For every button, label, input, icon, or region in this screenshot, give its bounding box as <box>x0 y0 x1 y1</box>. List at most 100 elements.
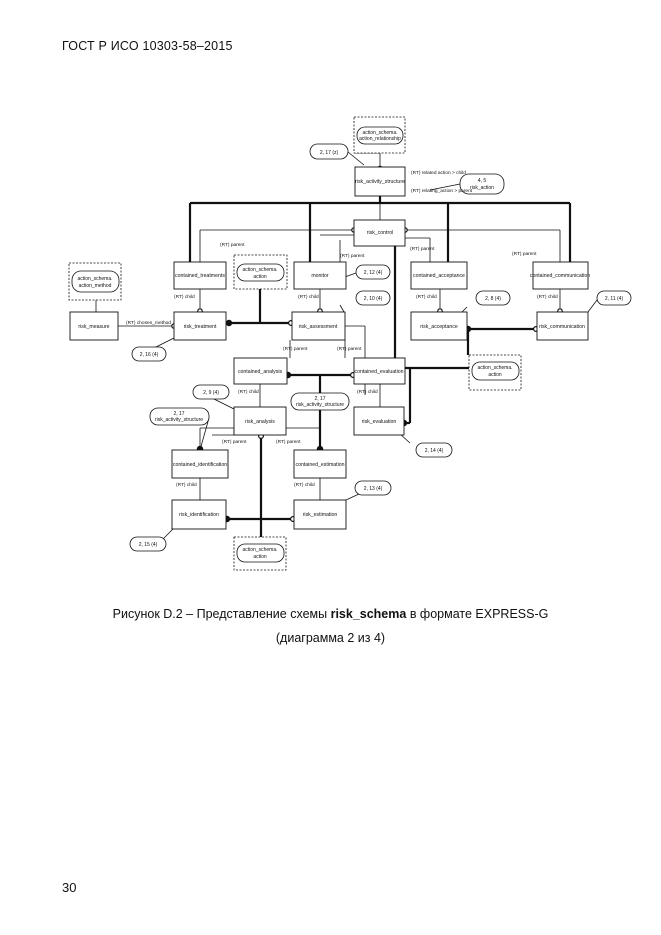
entity-box-risk-control <box>353 219 406 247</box>
standard-header: ГОСТ Р ИСО 10303-58–2015 <box>62 39 233 53</box>
pageref-2-14-text: 2, 14 (4) <box>425 448 444 454</box>
pageref-2-9 <box>192 384 230 400</box>
caption-prefix: Рисунок D.2 – Представление схемы <box>112 607 331 621</box>
role-child-e: (RT) child <box>238 389 259 395</box>
role-child-b: (RT) child <box>298 294 319 300</box>
entity-box-risk-treatment <box>173 311 227 341</box>
entity-box-contained-communication <box>532 261 589 290</box>
label-contained-communication: contained_communication <box>530 273 590 279</box>
pageref-2-10 <box>355 290 391 306</box>
entity-box-risk-measure <box>69 311 119 341</box>
pageref-2-8 <box>475 290 511 306</box>
role-child-h: (RT) child <box>294 482 315 488</box>
label-risk-treatment: risk_treatment <box>184 324 217 330</box>
label-risk-evaluation: risk_evaluation <box>362 419 397 425</box>
pageref-2-17-mid-line1: 2, 17 <box>314 396 325 402</box>
role-parent-b: (RT) parent <box>340 253 365 259</box>
pageref-4-5 <box>459 173 505 195</box>
pageref-2-11 <box>596 290 632 306</box>
entity-box-risk-acceptance <box>410 311 468 341</box>
role-parent-f: (RT) parent <box>337 346 362 352</box>
extref-method-line1: action_schema. <box>77 276 112 282</box>
label-contained-analysis: contained_analysis <box>238 369 283 375</box>
entity-box-contained-analysis <box>233 357 288 385</box>
page-number: 30 <box>62 880 77 895</box>
label-risk-identification: risk_identification <box>179 512 219 518</box>
pageref-4-5-line2: risk_action <box>470 185 494 191</box>
role-parent-a: (RT) parent <box>220 242 245 248</box>
extref-top-line1: action_schema. <box>362 130 397 136</box>
label-contained-treatments: contained_treatments <box>175 273 225 279</box>
entity-box-contained-treatments <box>173 261 227 290</box>
label-contained-evaluation: contained_evaluation <box>354 369 403 375</box>
pageref-2-17-top-text: 2, 17 (z) <box>320 150 339 156</box>
extref-top-line2: action_relationship <box>359 136 401 142</box>
entity-box-risk-communication <box>536 311 589 341</box>
pageref-2-13 <box>354 480 392 496</box>
label-risk-control: risk_control <box>367 230 394 236</box>
pageref-2-8-text: 2, 8 (4) <box>485 296 501 302</box>
role-child-g: (RT) child <box>176 482 197 488</box>
label-contained-acceptance: contained_acceptance <box>413 273 465 279</box>
entity-box-risk-analysis <box>233 406 287 436</box>
pageref-2-16 <box>131 346 167 362</box>
role-parent-e: (RT) parent <box>283 346 308 352</box>
pageref-2-16-text: 2, 16 (4) <box>140 352 159 358</box>
figure-caption: Рисунок D.2 – Представление схемы risk_s… <box>0 607 661 621</box>
entity-box-contained-estimation <box>293 449 347 479</box>
pageref-2-17-left <box>149 407 210 426</box>
role-parent-g: (RT) parent <box>222 439 247 445</box>
extref-method-line2: action_method <box>79 283 112 289</box>
entity-box-risk-estimation <box>293 499 347 530</box>
extref-action-b-line2: action <box>488 372 502 378</box>
extref-action-c-line2: action <box>253 554 267 560</box>
pageref-2-17-top <box>309 143 349 160</box>
entity-box-risk-assessment <box>291 311 346 341</box>
role-chosen-method: (RT) chosen_method <box>126 320 171 326</box>
pageref-2-15-text: 2, 15 (4) <box>139 542 158 548</box>
label-contained-estimation: contained_estimation <box>295 462 344 468</box>
label-risk-activity-structure: risk_activity_structure <box>355 179 405 185</box>
role-child-f: (RT) child <box>357 389 378 395</box>
entity-box-contained-acceptance <box>410 261 468 290</box>
role-parent-d: (RT) parent <box>512 251 537 257</box>
label-risk-measure: risk_measure <box>78 324 109 330</box>
pageref-2-10-text: 2, 10 (4) <box>364 296 383 302</box>
entity-box-risk-activity-structure <box>354 166 406 197</box>
pageref-2-17-mid <box>290 392 350 411</box>
pageref-2-17-left-line2: risk_activity_structure <box>155 417 203 423</box>
role-related-action: (RT) related action > child <box>411 170 466 176</box>
extref-action-a-line1: action_schema. <box>242 267 277 273</box>
pageref-2-15 <box>129 536 167 552</box>
caption-suffix: в формате EXPRESS-G <box>406 607 549 621</box>
label-risk-analysis: risk_analysis <box>245 419 275 425</box>
role-parent-h: (RT) parent <box>276 439 301 445</box>
pageref-2-14 <box>415 442 453 458</box>
pageref-2-9-text: 2, 9 (4) <box>203 390 219 396</box>
figure-caption-line2: (диаграмма 2 из 4) <box>275 631 386 645</box>
pageref-2-17-mid-line2: risk_activity_structure <box>296 402 344 408</box>
entity-box-monitor <box>293 261 347 290</box>
role-child-c: (RT) child <box>416 294 437 300</box>
role-parent-c: (RT) parent <box>410 246 435 252</box>
label-risk-assessment: risk_assessment <box>299 324 338 330</box>
entity-box-risk-identification <box>171 499 227 530</box>
pageref-2-13-text: 2, 13 (4) <box>364 486 383 492</box>
label-contained-identification: contained_identification <box>173 462 227 468</box>
extref-action-b-line1: action_schema. <box>477 365 512 371</box>
role-child-a: (RT) child <box>174 294 195 300</box>
pageref-2-11-text: 2, 11 (4) <box>605 296 624 302</box>
entity-box-contained-evaluation <box>353 357 406 385</box>
pageref-2-12-text: 2, 12 (4) <box>364 270 383 276</box>
extref-action-a-line2: action <box>253 274 267 280</box>
extref-action-c-line1: action_schema. <box>242 547 277 553</box>
label-risk-acceptance: risk_acceptance <box>420 324 458 330</box>
label-monitor: monitor <box>311 273 329 279</box>
label-risk-estimation: risk_estimation <box>303 512 338 518</box>
pageref-2-17-left-line1: 2, 17 <box>173 411 184 417</box>
entity-box-contained-identification <box>171 449 229 479</box>
caption-schema-name: risk_schema <box>330 607 407 621</box>
entity-box-risk-evaluation <box>353 406 405 436</box>
label-risk-communication: risk_communication <box>539 324 585 330</box>
